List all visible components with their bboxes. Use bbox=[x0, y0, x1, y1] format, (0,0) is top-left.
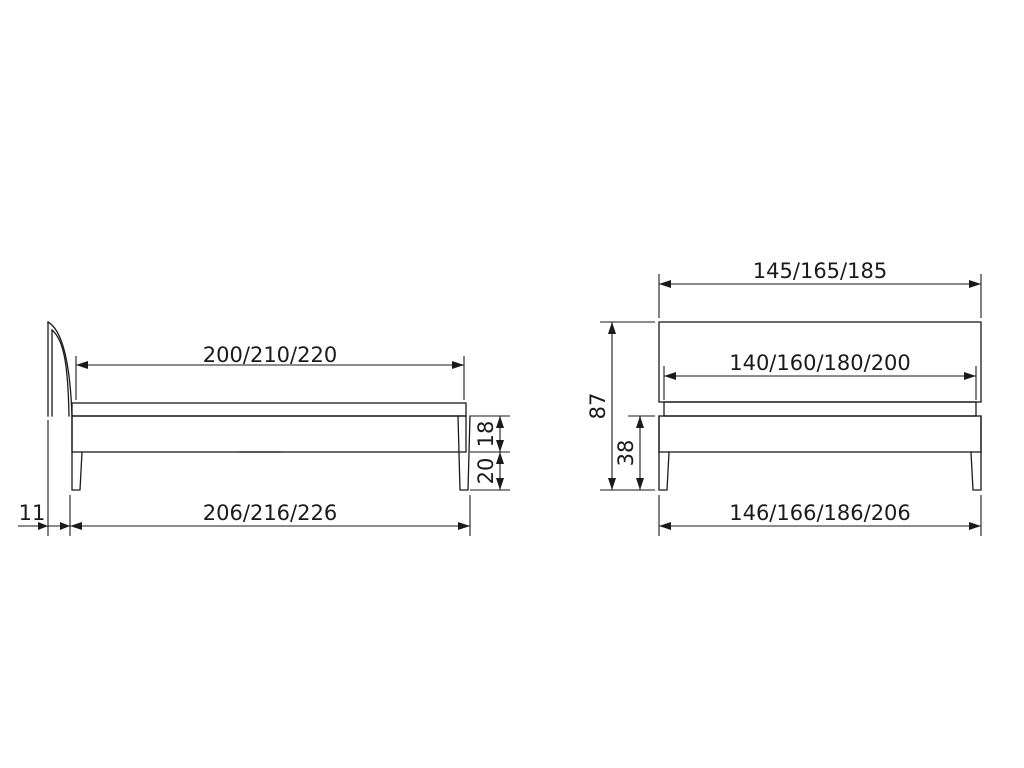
dim-side-headboard-offset: 11 bbox=[18, 420, 70, 536]
side-legs bbox=[71, 415, 471, 491]
label-side-headboard-offset: 11 bbox=[19, 501, 46, 525]
front-legs bbox=[658, 415, 982, 491]
dim-front-mattress-width: 140/160/180/200 bbox=[663, 351, 977, 400]
label-side-leg-height: 20 bbox=[474, 458, 498, 485]
dim-front-headboard-width: 145/165/185 bbox=[658, 259, 982, 318]
label-side-mattress-length: 200/210/220 bbox=[203, 343, 337, 367]
side-view: 200/210/220 206/216/226 11 bbox=[18, 321, 510, 536]
dim-front-frame-height: 38 bbox=[614, 415, 655, 490]
label-front-mattress-width: 140/160/180/200 bbox=[729, 351, 911, 375]
label-side-total-length: 206/216/226 bbox=[203, 501, 337, 525]
label-side-frame-height: 18 bbox=[474, 421, 498, 448]
dim-side-mattress-length: 200/210/220 bbox=[75, 343, 465, 400]
label-front-total-height: 87 bbox=[586, 393, 610, 420]
front-view: 145/165/185 140/160/180/200 146/166/186/… bbox=[586, 259, 982, 536]
label-front-frame-height: 38 bbox=[614, 440, 638, 467]
label-front-total-width: 146/166/186/206 bbox=[729, 501, 911, 525]
dim-front-total-width: 146/166/186/206 bbox=[658, 495, 982, 536]
side-frame bbox=[71, 402, 467, 453]
front-frame bbox=[658, 401, 982, 453]
dim-front-total-height: 87 bbox=[586, 321, 655, 491]
dim-side-total-length: 206/216/226 bbox=[69, 495, 471, 536]
dim-side-heights: 18 20 bbox=[470, 415, 510, 491]
label-front-headboard-width: 145/165/185 bbox=[753, 259, 887, 283]
side-headboard bbox=[47, 321, 73, 417]
